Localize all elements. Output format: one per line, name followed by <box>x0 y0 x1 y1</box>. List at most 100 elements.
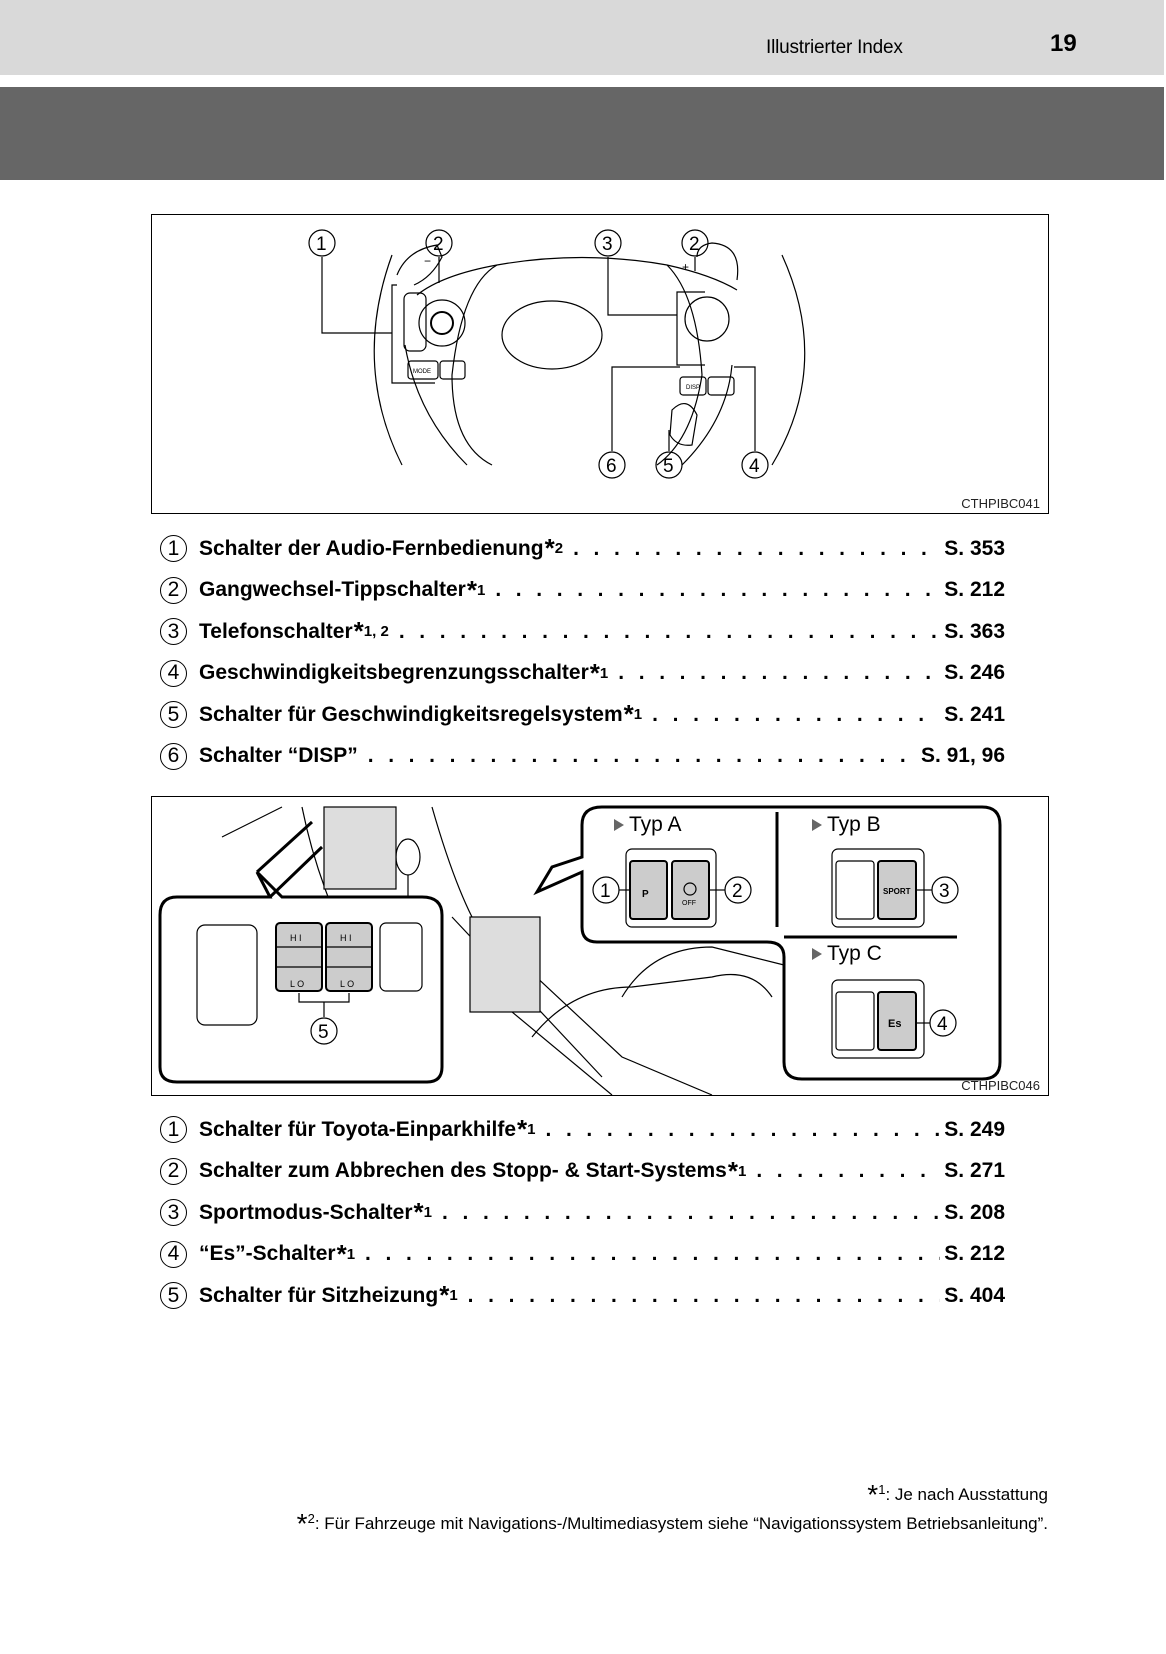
callout-2-left: 2 <box>425 229 453 257</box>
page-reference[interactable]: S. 353 <box>944 536 1005 560</box>
svg-text:2: 2 <box>732 881 743 902</box>
leader-dots: . . . . . . . . . . . . . . . . . . . . … <box>467 1283 941 1307</box>
leader-4 <box>734 366 756 451</box>
page-reference[interactable]: S. 212 <box>944 578 1005 602</box>
leader-dots: . . . . . . . . . . . . . . . . . . . . … <box>442 1200 940 1224</box>
item-label: Sportmodus-Schalter <box>199 1200 413 1224</box>
bubble-pointer <box>255 820 324 899</box>
item-number: 1 <box>160 535 187 563</box>
paddle-plus <box>696 242 739 281</box>
header-bar <box>0 0 1164 75</box>
leader-dots: . . . . . . . . . . . . . . . . . . . . … <box>495 578 940 602</box>
list-item: 2 Schalter zum Abbrechen des Stopp- & St… <box>160 1151 1005 1193</box>
disp-button <box>679 376 707 396</box>
figure-code: CTHPIBC046 <box>961 1078 1040 1093</box>
steering-wheel-illustration: − + MODE DISP 1 2 3 2 6 5 4 <box>308 229 806 479</box>
mode-button-label: MODE <box>413 369 431 375</box>
footnote-ref: *1 <box>727 1155 747 1186</box>
page-reference[interactable]: S. 246 <box>944 661 1005 685</box>
audio-dpad-outer <box>418 299 466 347</box>
leader-dots: . . . . . . . . . . . . . . . . . . . . … <box>365 1242 940 1266</box>
item-label: Schalter zum Abbrechen des Stopp- & Star… <box>199 1159 727 1183</box>
item-number: 6 <box>160 742 187 770</box>
callout-2-right: 2 <box>681 229 709 257</box>
footnote-ref: *1 <box>413 1197 432 1228</box>
wheel-hub-top <box>416 256 738 296</box>
gear-knob <box>395 838 421 876</box>
leader-dots: . . . . . . . . . . . . . . . . . . . . … <box>618 661 940 685</box>
item-number: 1 <box>160 1116 187 1144</box>
svg-text:1: 1 <box>600 881 611 902</box>
footnote-2: *2: Für Fahrzeuge mit Navigations-/Multi… <box>296 1508 1048 1539</box>
phone-switch-dial <box>684 296 730 342</box>
section-title: Illustrierter Index <box>766 37 903 58</box>
item-label: Schalter für Geschwindigkeitsregelsystem <box>199 702 623 726</box>
svg-text:4: 4 <box>937 1014 948 1035</box>
leader-dots: . . . . . . . . . . . . . . . . . . . . … <box>545 1117 940 1141</box>
page-reference[interactable]: S. 208 <box>944 1200 1005 1224</box>
es-button-label: Es <box>888 1018 901 1030</box>
callout-2: 2 <box>724 876 752 904</box>
wheel-rim-right <box>771 254 806 466</box>
stop-start-off-button <box>671 860 710 920</box>
svg-text:3: 3 <box>939 881 950 902</box>
item-label: Schalter “DISP” <box>199 744 358 768</box>
seat-heater-switch-right: H I L O <box>325 922 373 992</box>
svg-text:H I: H I <box>340 933 352 943</box>
item-label: Gangwechsel-Tippschalter <box>199 578 466 602</box>
blank-switch-left <box>196 924 258 1026</box>
list-item: 4 “Es”-Schalter *1 . . . . . . . . . . .… <box>160 1234 1005 1276</box>
footnote-ref: *1 <box>336 1238 356 1269</box>
item-label: Telefonschalter <box>199 619 353 643</box>
volume-rocker <box>403 292 427 352</box>
leader-dots: . . . . . . . . . . . . . . . . . . . . … <box>573 536 940 560</box>
cruise-control-lever <box>669 403 698 446</box>
figure-code: CTHPIBC041 <box>961 496 1040 511</box>
console-line <box>221 806 283 838</box>
svg-text:2: 2 <box>689 234 700 255</box>
page-reference[interactable]: S. 404 <box>944 1283 1005 1307</box>
page-reference[interactable]: S. 363 <box>944 619 1005 643</box>
disp-button-label: DISP <box>686 385 700 391</box>
svg-text:5: 5 <box>663 456 674 477</box>
list-item: 5 Schalter für Geschwindigkeitsregelsyst… <box>160 694 1005 736</box>
seat-heater-switch-left: H I L O <box>275 922 323 992</box>
typ-a-panel <box>625 848 717 928</box>
page-reference[interactable]: S. 241 <box>944 702 1005 726</box>
list-item: 2 Gangwechsel-Tippschalter *1 . . . . . … <box>160 570 1005 612</box>
item-number: 4 <box>160 1240 187 1268</box>
svg-text:L O: L O <box>340 979 354 989</box>
typ-c-arrow-icon <box>812 948 822 960</box>
svg-text:1: 1 <box>316 234 327 255</box>
paddle-minus <box>396 244 443 286</box>
audio-switch-bracket <box>391 284 435 384</box>
spoke-left <box>404 344 468 466</box>
footnote-ref: *1 <box>623 699 643 730</box>
item-label: Schalter für Toyota-Einparkhilfe <box>199 1117 516 1141</box>
page-reference[interactable]: S. 91, 96 <box>920 744 1005 768</box>
svg-text:3: 3 <box>602 234 613 255</box>
item-number: 3 <box>160 1199 187 1227</box>
leader-dots: . . . . . . . . . . . . . . . . . . . . … <box>367 744 917 768</box>
typ-b-arrow-icon <box>812 819 822 831</box>
leader-3 <box>607 257 677 316</box>
page-reference[interactable]: S. 249 <box>944 1117 1005 1141</box>
typ-c-label: Typ C <box>827 942 882 965</box>
item-number: 5 <box>160 701 187 729</box>
wheel-rim-left <box>373 254 403 466</box>
footnote-ref: *2 <box>544 533 564 564</box>
page-reference[interactable]: S. 271 <box>944 1159 1005 1183</box>
phone-switch-bracket <box>676 291 705 366</box>
footnote-ref: *1 <box>517 1114 536 1145</box>
parking-assist-label: P <box>642 889 649 900</box>
leader-1 <box>321 257 392 334</box>
item-label: Schalter für Sitzheizung <box>199 1283 439 1307</box>
page-reference[interactable]: S. 212 <box>944 1242 1005 1266</box>
back-button <box>439 360 466 380</box>
center-console-figure: H I L O H I L O 5 Typ A P OFF 1 2 T <box>151 796 1049 1096</box>
svg-text:5: 5 <box>318 1022 329 1043</box>
paddle-plus-label: + <box>682 260 689 274</box>
center-console-illustration: H I L O H I L O 5 Typ A P OFF 1 2 T <box>158 805 1002 1095</box>
footnote-ref: *1, 2 <box>353 616 389 647</box>
typ-b-label: Typ B <box>827 813 881 836</box>
